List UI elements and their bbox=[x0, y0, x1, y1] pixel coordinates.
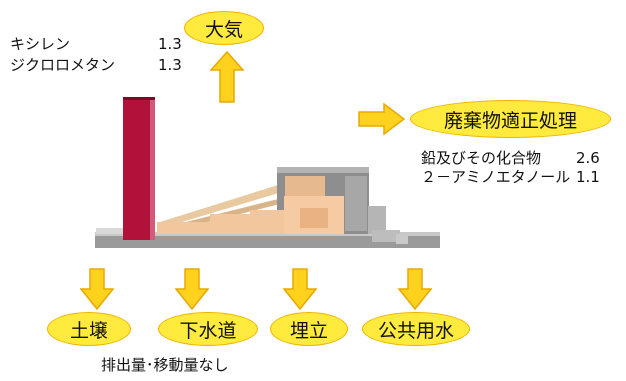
air-oval: 大気 bbox=[184, 11, 264, 45]
waste-oval: 廃棄物適正処理 bbox=[410, 100, 611, 138]
down-arrow-icon bbox=[398, 268, 432, 310]
conveyor-belt bbox=[160, 185, 282, 228]
soil-label: 土壌 bbox=[69, 319, 108, 342]
landfill-oval: 埋立 bbox=[270, 312, 348, 346]
air-label: 大気 bbox=[204, 18, 243, 41]
chimney-stack bbox=[123, 97, 155, 240]
public-water-oval: 公共用水 bbox=[362, 312, 470, 346]
waste-substance-2-amount: 1.1 bbox=[576, 168, 600, 186]
air-substance-1-amount: 1.3 bbox=[158, 35, 182, 53]
waste-substance-2-name: ２－アミノエタノール bbox=[421, 168, 571, 186]
waste-substance-1-name: 鉛及びその化合物 bbox=[421, 149, 542, 167]
no-emission-note: 排出量･移動量なし bbox=[101, 356, 229, 374]
public-water-label: 公共用水 bbox=[377, 319, 454, 342]
air-substance-1-name: キシレン bbox=[10, 35, 71, 53]
air-substance-2-name: ジクロロメタン bbox=[10, 56, 116, 74]
right-arrow-icon bbox=[358, 103, 406, 135]
down-arrow-icon bbox=[175, 268, 209, 310]
air-substance-2-amount: 1.3 bbox=[158, 56, 182, 74]
waste-label: 廃棄物適正処理 bbox=[443, 109, 577, 132]
up-arrow-icon bbox=[210, 51, 244, 103]
down-arrow-icon bbox=[80, 268, 114, 310]
down-arrow-icon bbox=[283, 268, 317, 310]
sewer-oval: 下水道 bbox=[158, 312, 258, 346]
soil-oval: 土壌 bbox=[47, 312, 131, 346]
sewer-label: 下水道 bbox=[179, 319, 237, 342]
waste-substance-1-amount: 2.6 bbox=[576, 149, 600, 167]
landfill-label: 埋立 bbox=[289, 319, 328, 342]
